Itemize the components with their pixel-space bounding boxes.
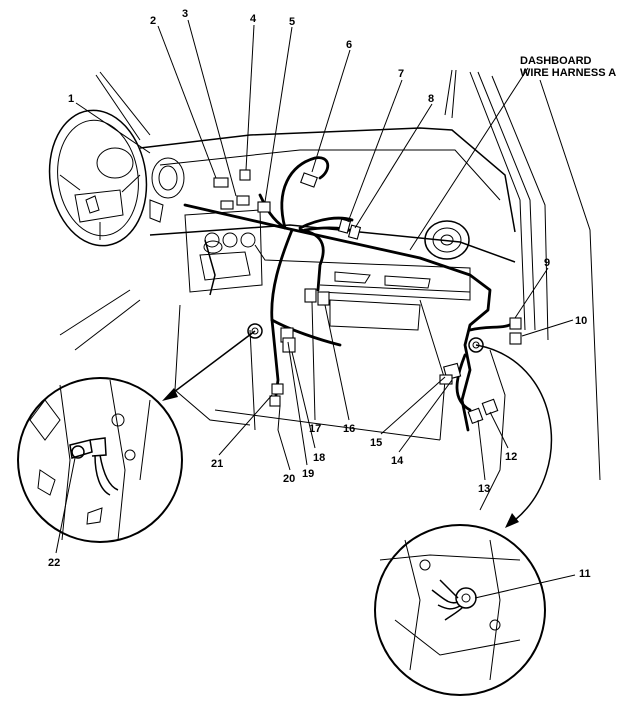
callout-1: 1 [68, 93, 74, 105]
detail-view-right [374, 524, 546, 696]
connectors [213, 169, 522, 425]
callout-12: 12 [505, 451, 517, 463]
callout-15: 15 [370, 437, 382, 449]
steering-wheel [48, 109, 164, 247]
harness-label-line1: DASHBOARD [520, 55, 592, 67]
detail-view-left [17, 377, 183, 543]
callout-2: 2 [150, 15, 156, 27]
callout-16: 16 [343, 423, 355, 435]
callout-9: 9 [544, 257, 550, 269]
callout-8: 8 [428, 93, 434, 105]
callout-19: 19 [302, 468, 314, 480]
callout-17: 17 [309, 423, 321, 435]
labels: DASHBOARD WIRE HARNESS A 1 2 3 4 5 6 7 8… [48, 8, 616, 580]
callout-11: 11 [579, 568, 591, 580]
dashboard [96, 127, 516, 441]
detail-arrows [162, 330, 553, 528]
callout-18: 18 [313, 452, 325, 464]
body-outline [59, 69, 601, 511]
callout-7: 7 [398, 68, 404, 80]
callout-5: 5 [289, 16, 295, 28]
callout-22: 22 [48, 557, 60, 569]
callout-10: 10 [575, 315, 587, 327]
callout-3: 3 [182, 8, 188, 20]
callout-6: 6 [346, 39, 352, 51]
leader-lines [55, 19, 576, 599]
callout-4: 4 [250, 13, 257, 25]
callout-21: 21 [211, 458, 223, 470]
callout-13: 13 [478, 483, 490, 495]
callout-20: 20 [283, 473, 295, 485]
harness-label-line2: WIRE HARNESS A [520, 67, 616, 79]
callout-14: 14 [391, 455, 404, 467]
